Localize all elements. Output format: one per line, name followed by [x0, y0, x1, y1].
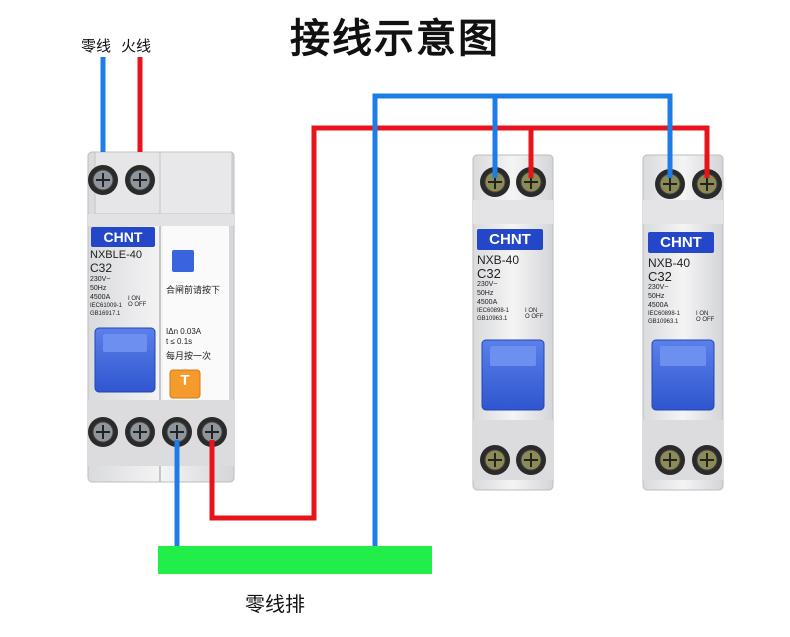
breaker-1-voltage: 230V~ — [477, 281, 498, 288]
breaker-2-handle — [651, 339, 715, 411]
rcbo-top-screw-2-icon — [125, 165, 155, 195]
breaker-2-top-screw-1-icon — [655, 169, 685, 199]
breaker-2-rating: C32 — [648, 269, 672, 284]
breaker-2-bottom-screw-2-icon — [692, 445, 722, 475]
rcbo-monthly-test-hint: 每月按一次 — [166, 351, 212, 361]
breaker-2-bottom-screw-1-icon — [655, 445, 685, 475]
breaker-2-model: NXB-40 — [648, 256, 691, 270]
rcbo-trip-time: t ≤ 0.1s — [166, 337, 193, 346]
rcbo-model: NXBLE-40 — [90, 249, 142, 261]
live-output-wire — [209, 125, 534, 521]
breaker-1-bottom-screw-2-icon — [516, 445, 546, 475]
breaker-1-brand-logo: CHNT — [477, 229, 543, 250]
breaker-2-brand-logo: CHNT — [648, 232, 714, 253]
rcbo-brand-logo: CHNT — [91, 227, 155, 247]
rcbo-standard-gb: GB16917.1 — [90, 311, 121, 317]
rcbo-close-hint: 合闸前请按下 — [166, 285, 221, 295]
breaker-1-bottom-screw-1-icon — [480, 445, 510, 475]
neutral-bus-bar — [158, 546, 432, 574]
breaker-2-breaking-capacity: 4500A — [648, 302, 669, 309]
breaker-2-on-off-marking: I ON O OFF — [696, 311, 715, 323]
live-wire-to-breaker-2 — [531, 125, 710, 178]
live-label: 火线 — [121, 37, 152, 55]
breaker-2-frequency: 50Hz — [648, 293, 665, 300]
rcbo-top-screw-1-icon — [88, 165, 118, 195]
rcbo-bottom-screw-3-icon — [162, 417, 192, 447]
breaker-1 — [472, 154, 554, 491]
breaker-1-standard-gb: GB10963.1 — [477, 316, 508, 322]
rcbo-bottom-screw-2-icon — [125, 417, 155, 447]
rcbo-rating: C32 — [90, 261, 113, 275]
breaker-1-frequency: 50Hz — [477, 290, 494, 297]
test-button — [169, 369, 201, 399]
breaker-1-breaking-capacity: 4500A — [477, 299, 498, 306]
breaker-1-model: NXB-40 — [477, 253, 520, 267]
rcbo-handle — [94, 327, 156, 393]
neutral-bus-label: 零线排 — [245, 592, 305, 616]
rcbo-breaking-capacity: 4500A — [90, 294, 111, 301]
breaker-1-rating: C32 — [477, 266, 501, 281]
rcbo-standard-iec: IEC61009-1 — [90, 303, 123, 309]
rcbo-voltage: 230V~ — [90, 276, 111, 283]
breaker-2-top-screw-2-icon — [692, 169, 722, 199]
breaker-1-handle — [481, 339, 545, 411]
diagram-title: 接线示意图 — [290, 16, 500, 62]
rcbo-rated-residual-current: IΔn 0.03A — [166, 327, 202, 336]
neutral-label: 零线 — [81, 37, 112, 55]
neutral-bus-to-breakers-wire — [372, 93, 498, 548]
rcbo-on-off-marking: I ON O OFF — [128, 296, 147, 308]
breaker-1-on-off-marking: I ON O OFF — [525, 308, 544, 320]
reset-button — [172, 250, 194, 272]
breaker-2-standard-gb: GB10963.1 — [648, 319, 679, 325]
neutral-wire-to-breaker-2 — [495, 93, 673, 178]
rcbo-bottom-screw-1-icon — [88, 417, 118, 447]
breaker-2-voltage: 230V~ — [648, 284, 669, 291]
breaker-2-standard-iec: IEC60898-1 — [648, 311, 681, 317]
test-button-label: T — [180, 372, 190, 389]
breaker-1-standard-iec: IEC60898-1 — [477, 308, 510, 314]
rcbo-frequency: 50Hz — [90, 285, 107, 292]
